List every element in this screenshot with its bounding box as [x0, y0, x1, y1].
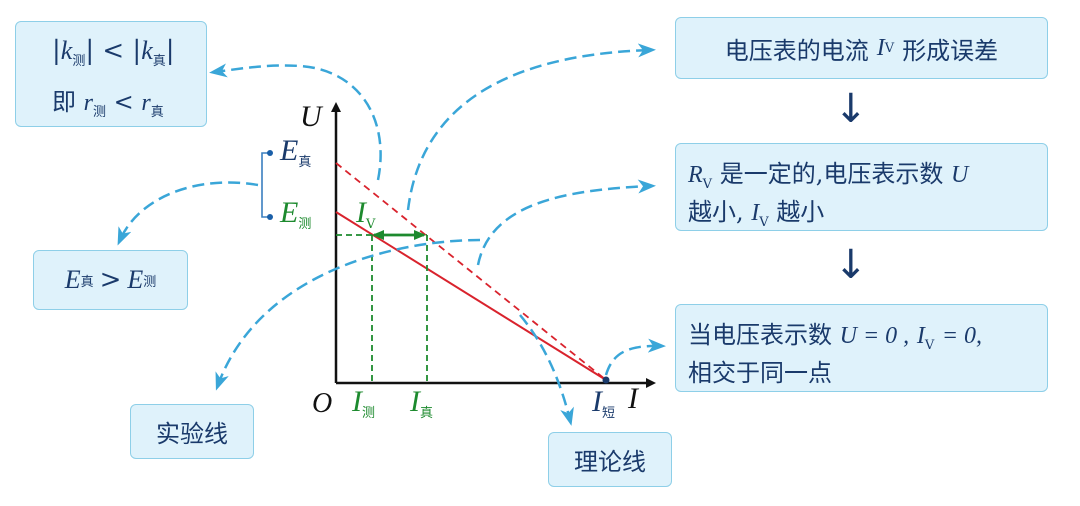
- e-true-dot: [267, 150, 273, 156]
- iv-label: IV: [356, 196, 376, 232]
- e-meas-dot: [267, 214, 273, 220]
- e-bracket: [261, 152, 270, 218]
- k-compare-line2: 即 r测 < r真: [52, 88, 164, 120]
- k-compare-line1: |k测| < |k真|: [52, 36, 175, 69]
- arrow-to-rv-box: [476, 179, 656, 266]
- experiment-line-box: 实验线: [130, 404, 254, 459]
- arrow-to-cause-box: [406, 43, 656, 211]
- i-axis-label: I: [628, 382, 638, 415]
- i-true-label: I真: [410, 385, 434, 421]
- zero-box: 当电压表示数 U = 0 , IV = 0, 相交于同一点: [675, 304, 1048, 392]
- i-meas-label: I测: [352, 385, 376, 421]
- short-circuit-point: [602, 376, 610, 384]
- arrow-to-theory-box: [519, 314, 574, 426]
- experiment-line: [335, 211, 607, 381]
- experiment-line-label: 实验线: [156, 420, 228, 448]
- flow-arrow-1: ↓: [834, 86, 868, 132]
- arrow-to-e-box: [117, 181, 259, 246]
- arrow-to-experiment-box: [215, 238, 481, 391]
- flow-arrow-2: ↓: [834, 242, 868, 288]
- u-axis-label: U: [300, 100, 322, 133]
- theory-line: [335, 162, 607, 381]
- arrow-to-k-box: [209, 63, 382, 181]
- theory-line-box: 理论线: [548, 432, 672, 487]
- theory-line-label: 理论线: [574, 448, 646, 476]
- k-compare-box: |k测| < |k真| 即 r测 < r真: [15, 21, 207, 127]
- origin-label: O: [312, 388, 333, 419]
- arrow-to-zero-box: [604, 338, 666, 376]
- i-short-label: I短: [592, 385, 616, 421]
- e-true-label: E真: [280, 134, 312, 170]
- rv-box: RV 是一定的,电压表示数 U 越小, IV 越小: [675, 143, 1048, 231]
- e-meas-label: E测: [280, 196, 312, 232]
